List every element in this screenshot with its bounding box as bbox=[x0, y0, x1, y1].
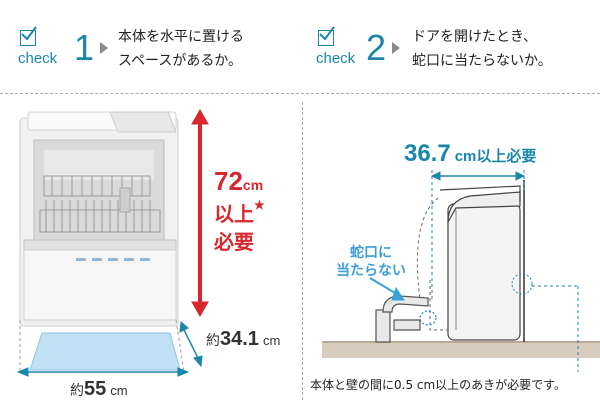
depth-arrow bbox=[179, 320, 203, 368]
check-number: 1 bbox=[74, 27, 95, 68]
gap-circle bbox=[511, 273, 533, 295]
height-note-1: 以上★ bbox=[214, 198, 265, 227]
check-label: check bbox=[316, 50, 356, 67]
depth-unit: cm bbox=[262, 333, 281, 348]
checkbox-icon bbox=[20, 26, 37, 46]
arrow-right-icon bbox=[100, 42, 108, 54]
depth-prefix: 約 bbox=[206, 332, 220, 348]
height-arrow bbox=[191, 108, 209, 318]
star-mark: ★ bbox=[254, 198, 265, 212]
arrow-right-icon bbox=[392, 42, 400, 54]
checkbox-icon bbox=[318, 26, 335, 46]
check-2-line-2: 蛇口に当たらないか。 bbox=[412, 53, 552, 69]
check-1-block: check 1 本体を水平に置ける スペースがあるか。 bbox=[18, 18, 288, 78]
control-panel bbox=[76, 258, 150, 261]
clearance-value: 36.7 bbox=[404, 140, 451, 167]
check-number: 2 bbox=[366, 27, 387, 68]
height-value: 72 bbox=[214, 166, 243, 196]
clearance-unit: cm以上必要 bbox=[454, 148, 537, 165]
clearance-arrow bbox=[430, 171, 526, 181]
vertical-divider bbox=[302, 102, 303, 400]
width-unit: cm bbox=[110, 383, 128, 398]
faucet-label: 蛇口に 当たらない bbox=[336, 244, 406, 280]
check-2-block: check 2 ドアを開けたとき、 蛇口に当たらないか。 bbox=[316, 18, 596, 78]
dishwasher-side bbox=[447, 203, 521, 341]
footnote: 本体と壁の間に0.5 cm以上のあきが必要です。 bbox=[310, 378, 566, 392]
faucet-label-line-2: 当たらない bbox=[336, 263, 406, 279]
width-arrow bbox=[16, 367, 190, 377]
faucet-label-line-1: 蛇口に bbox=[350, 245, 392, 261]
faucet-arrow bbox=[369, 277, 405, 301]
width-value: 55 bbox=[84, 378, 107, 400]
width-prefix: 約 bbox=[70, 382, 84, 398]
counter-top bbox=[322, 342, 600, 358]
dishwasher-door bbox=[23, 249, 177, 321]
depth-value: 34.1 bbox=[220, 328, 259, 350]
check-label: check bbox=[18, 50, 58, 67]
height-note-2: 必要 bbox=[214, 232, 254, 254]
height-note-text: 以上 bbox=[214, 204, 254, 226]
check-2-line-1: ドアを開けたとき、 bbox=[412, 29, 538, 45]
height-measure: 72cm bbox=[214, 166, 263, 197]
check-1-line-1: 本体を水平に置ける bbox=[118, 29, 244, 45]
check-1-line-2: スペースがあるか。 bbox=[118, 53, 243, 69]
horizontal-divider bbox=[0, 93, 600, 94]
faucet-icon bbox=[375, 295, 437, 343]
height-unit: cm bbox=[242, 177, 264, 193]
